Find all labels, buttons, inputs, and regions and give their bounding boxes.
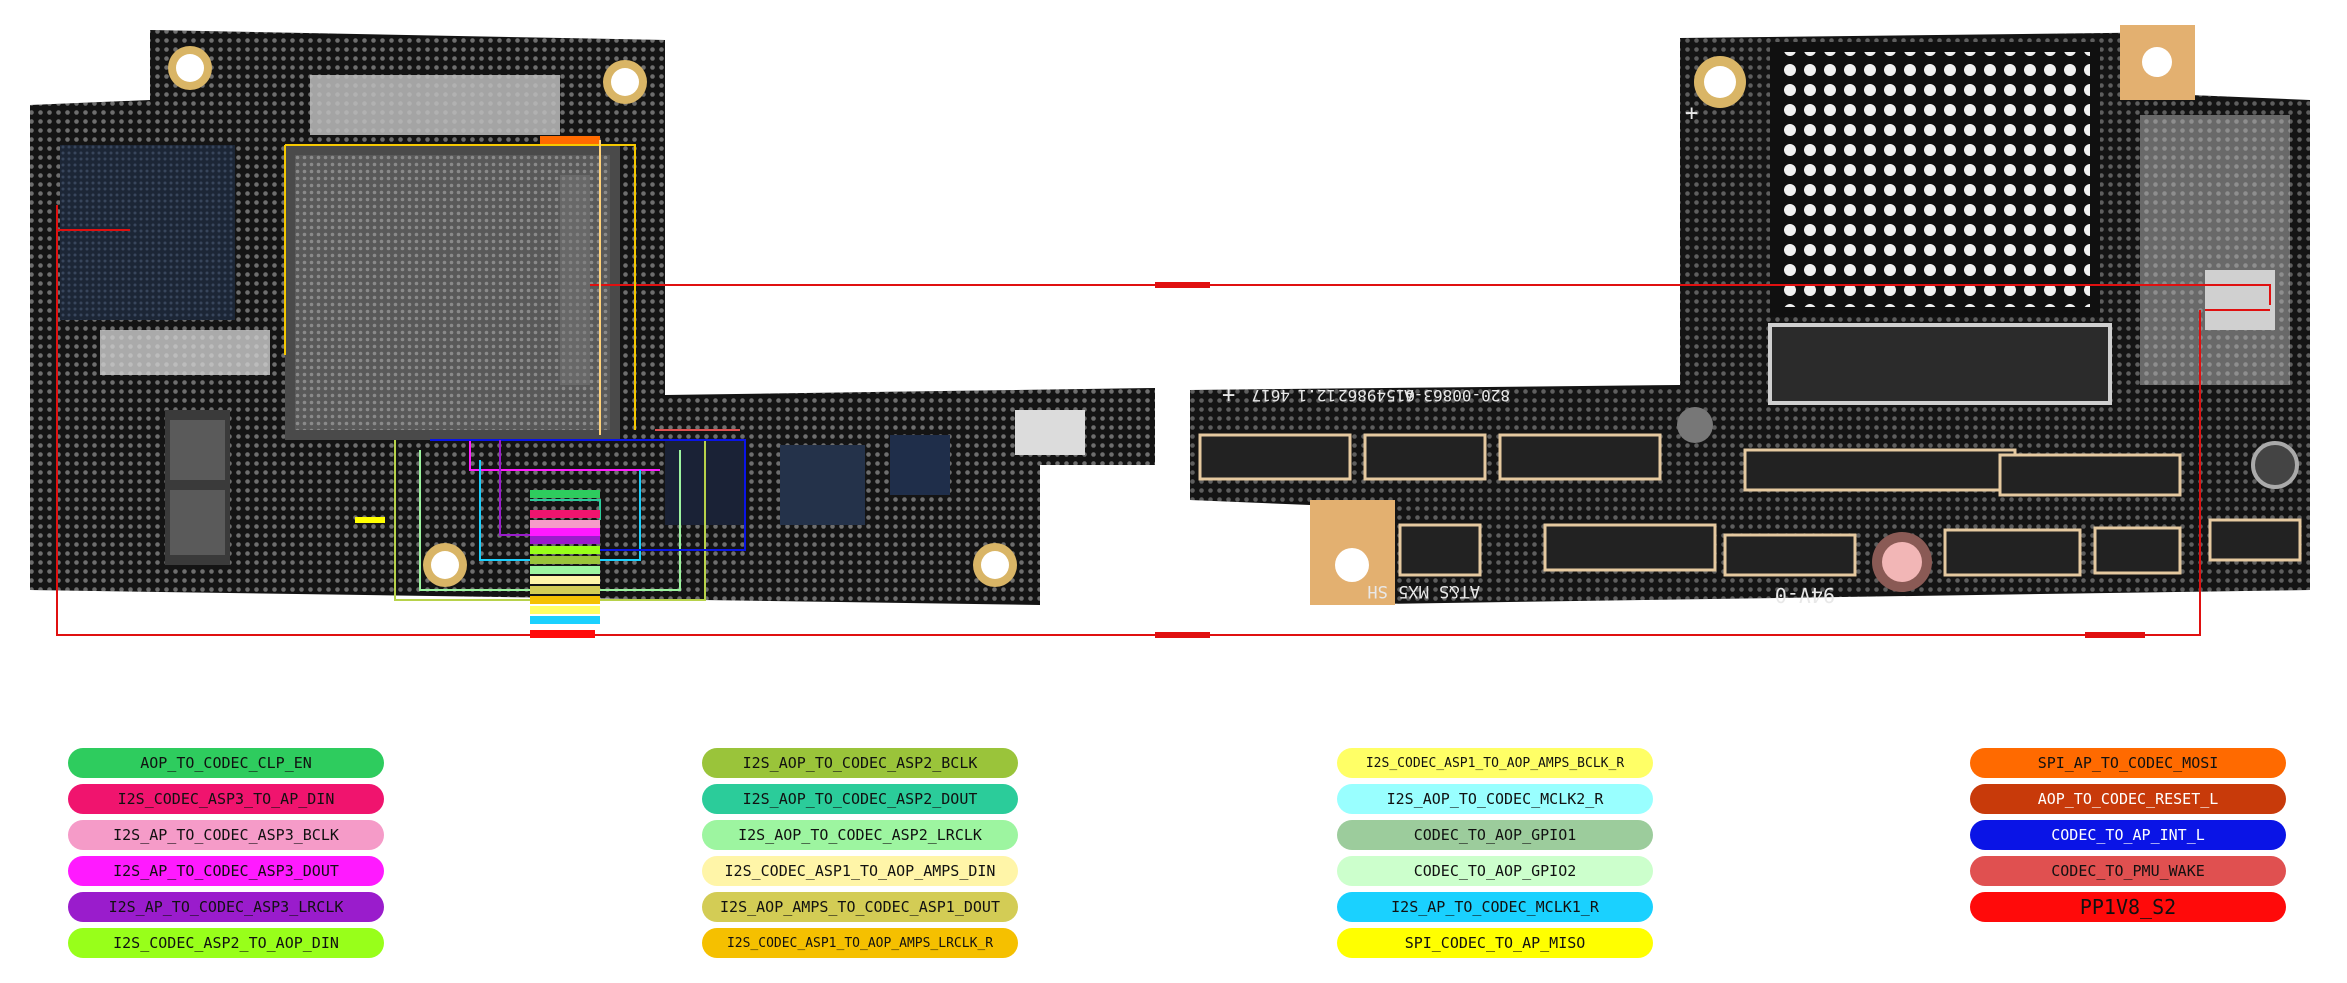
legend-column-1: AOP_TO_CODEC_CLP_EN I2S_CODEC_ASP3_TO_AP… <box>68 748 384 958</box>
right-board: + 4617 12.1 61549862 820-00863-A AT&S MX… <box>1190 25 2310 607</box>
silkscreen-rating: 94V-0 <box>1775 583 1835 607</box>
legend-codec-to-aop-gpio2: CODEC_TO_AOP_GPIO2 <box>1337 856 1653 886</box>
connector <box>1723 533 1857 577</box>
legend-i2s-codec-asp2-to-aop-din: I2S_CODEC_ASP2_TO_AOP_DIN <box>68 928 384 958</box>
codec-chip <box>780 445 865 525</box>
legend-i2s-codec-asp1-to-aop-amps-lrclk-r: I2S_CODEC_ASP1_TO_AOP_AMPS_LRCLK_R <box>702 928 1018 958</box>
legend-i2s-aop-amps-to-codec-asp1-dout: I2S_AOP_AMPS_TO_CODEC_ASP1_DOUT <box>702 892 1018 922</box>
legend-aop-to-codec-clp-en: AOP_TO_CODEC_CLP_EN <box>68 748 384 778</box>
legend-i2s-aop-to-codec-mclk2-r: I2S_AOP_TO_CODEC_MCLK2_R <box>1337 784 1653 814</box>
legend-i2s-codec-asp3-to-ap-din: I2S_CODEC_ASP3_TO_AP_DIN <box>68 784 384 814</box>
legend-column-4: SPI_AP_TO_CODEC_MOSI AOP_TO_CODEC_RESET_… <box>1970 748 2286 922</box>
silkscreen-code: 4617 <box>1251 386 1290 405</box>
signal-tag-stack <box>530 490 600 638</box>
legend-i2s-aop-to-codec-asp2-bclk: I2S_AOP_TO_CODEC_ASP2_BCLK <box>702 748 1018 778</box>
connector <box>1398 523 1482 577</box>
connector <box>1543 523 1717 572</box>
legend-i2s-aop-to-codec-asp2-lrclk: I2S_AOP_TO_CODEC_ASP2_LRCLK <box>702 820 1018 850</box>
legend-codec-to-pmu-wake: CODEC_TO_PMU_WAKE <box>1970 856 2286 886</box>
connector <box>1363 433 1487 481</box>
silkscreen-plus-left: + <box>1222 383 1235 408</box>
connector <box>1198 433 1352 481</box>
legend-aop-to-codec-reset-l: AOP_TO_CODEC_RESET_L <box>1970 784 2286 814</box>
legend-spi-codec-to-ap-miso: SPI_CODEC_TO_AP_MISO <box>1337 928 1653 958</box>
legend-i2s-ap-to-codec-asp3-lrclk: I2S_AP_TO_CODEC_ASP3_LRCLK <box>68 892 384 922</box>
legend-i2s-aop-to-codec-asp2-dout: I2S_AOP_TO_CODEC_ASP2_DOUT <box>702 784 1018 814</box>
legend-i2s-codec-asp1-to-aop-amps-bclk-r: I2S_CODEC_ASP1_TO_AOP_AMPS_BCLK_R <box>1337 748 1653 778</box>
yellow-trace <box>284 144 636 430</box>
legend-codec-to-ap-int-l: CODEC_TO_AP_INT_L <box>1970 820 2286 850</box>
connector <box>1998 453 2182 497</box>
connector <box>1743 448 2017 492</box>
legend-i2s-codec-asp1-to-aop-amps-din: I2S_CODEC_ASP1_TO_AOP_AMPS_DIN <box>702 856 1018 886</box>
legend-spi-ap-to-codec-mosi: SPI_AP_TO_CODEC_MOSI <box>1970 748 2286 778</box>
connector <box>2093 526 2182 575</box>
legend-pp1v8-s2: PP1V8_S2 <box>1970 892 2286 922</box>
legend-codec-to-aop-gpio1: CODEC_TO_AOP_GPIO1 <box>1337 820 1653 850</box>
connector <box>1943 528 2082 577</box>
silkscreen-rev: 12.1 <box>1297 386 1336 405</box>
legend-column-3: I2S_CODEC_ASP1_TO_AOP_AMPS_BCLK_R I2S_AO… <box>1337 748 1653 958</box>
silkscreen-serial: 61549862 <box>1338 386 1415 405</box>
left-board <box>30 30 1155 605</box>
silkscreen-plus-right: + <box>1685 101 1698 126</box>
legend-column-2: I2S_AOP_TO_CODEC_ASP2_BCLK I2S_AOP_TO_CO… <box>702 748 1018 958</box>
legend-i2s-ap-to-codec-asp3-bclk: I2S_AP_TO_CODEC_ASP3_BCLK <box>68 820 384 850</box>
legend-i2s-ap-to-codec-asp3-dout: I2S_AP_TO_CODEC_ASP3_DOUT <box>68 856 384 886</box>
connector <box>2208 518 2302 562</box>
connector <box>1498 433 1662 481</box>
legend-i2s-ap-to-codec-mclk1-r: I2S_AP_TO_CODEC_MCLK1_R <box>1337 892 1653 922</box>
silkscreen-part-number: 820-00863-A <box>1404 386 1510 405</box>
silkscreen-maker: AT&S MX5 SH <box>1367 581 1480 601</box>
chip-left <box>60 145 235 320</box>
